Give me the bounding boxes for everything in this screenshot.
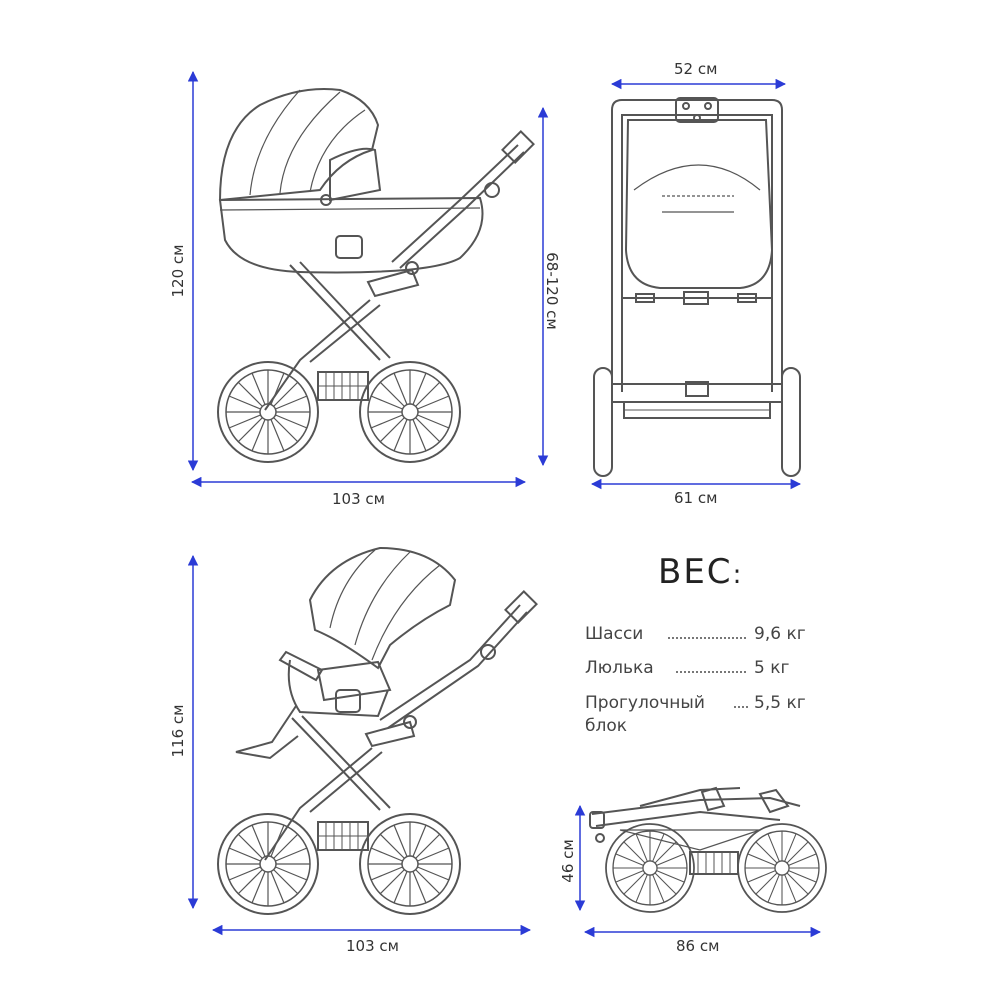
weight-row-chassis-label: Шасси — [585, 624, 644, 644]
handle-height-label: 68-120 см — [543, 252, 561, 330]
weight-row-bassinet-dots — [676, 671, 746, 673]
side-height-label: 120 см — [169, 244, 187, 298]
side-view-bassinet — [218, 88, 535, 411]
front-width-label: 61 см — [674, 489, 718, 507]
weight-row-seat-value: 5,5 кг — [754, 693, 806, 713]
weight-row-chassis-dots — [668, 637, 746, 639]
stroller-length-label: 103 см — [346, 937, 399, 955]
stroller-height-label: 116 см — [169, 704, 187, 758]
weight-row-seat-label: Прогулочный — [585, 693, 705, 713]
weight-row-bassinet-label: Люлька — [585, 658, 654, 678]
weight-title: ВЕС: — [658, 552, 744, 592]
front-top-width-label: 52 см — [674, 60, 718, 78]
folded-height-label: 46 см — [559, 839, 577, 883]
folded-length-label: 86 см — [676, 937, 720, 955]
side-view-stroller — [235, 546, 538, 861]
folded-view — [589, 786, 801, 875]
front-view — [593, 97, 801, 477]
weight-row-bassinet-value: 5 кг — [754, 658, 790, 678]
weight-row-chassis-value: 9,6 кг — [754, 624, 806, 644]
side-length-label: 103 см — [332, 490, 385, 508]
weight-row-seat-dots — [734, 706, 748, 708]
weight-row-seat-label-line2: блок — [585, 716, 628, 736]
